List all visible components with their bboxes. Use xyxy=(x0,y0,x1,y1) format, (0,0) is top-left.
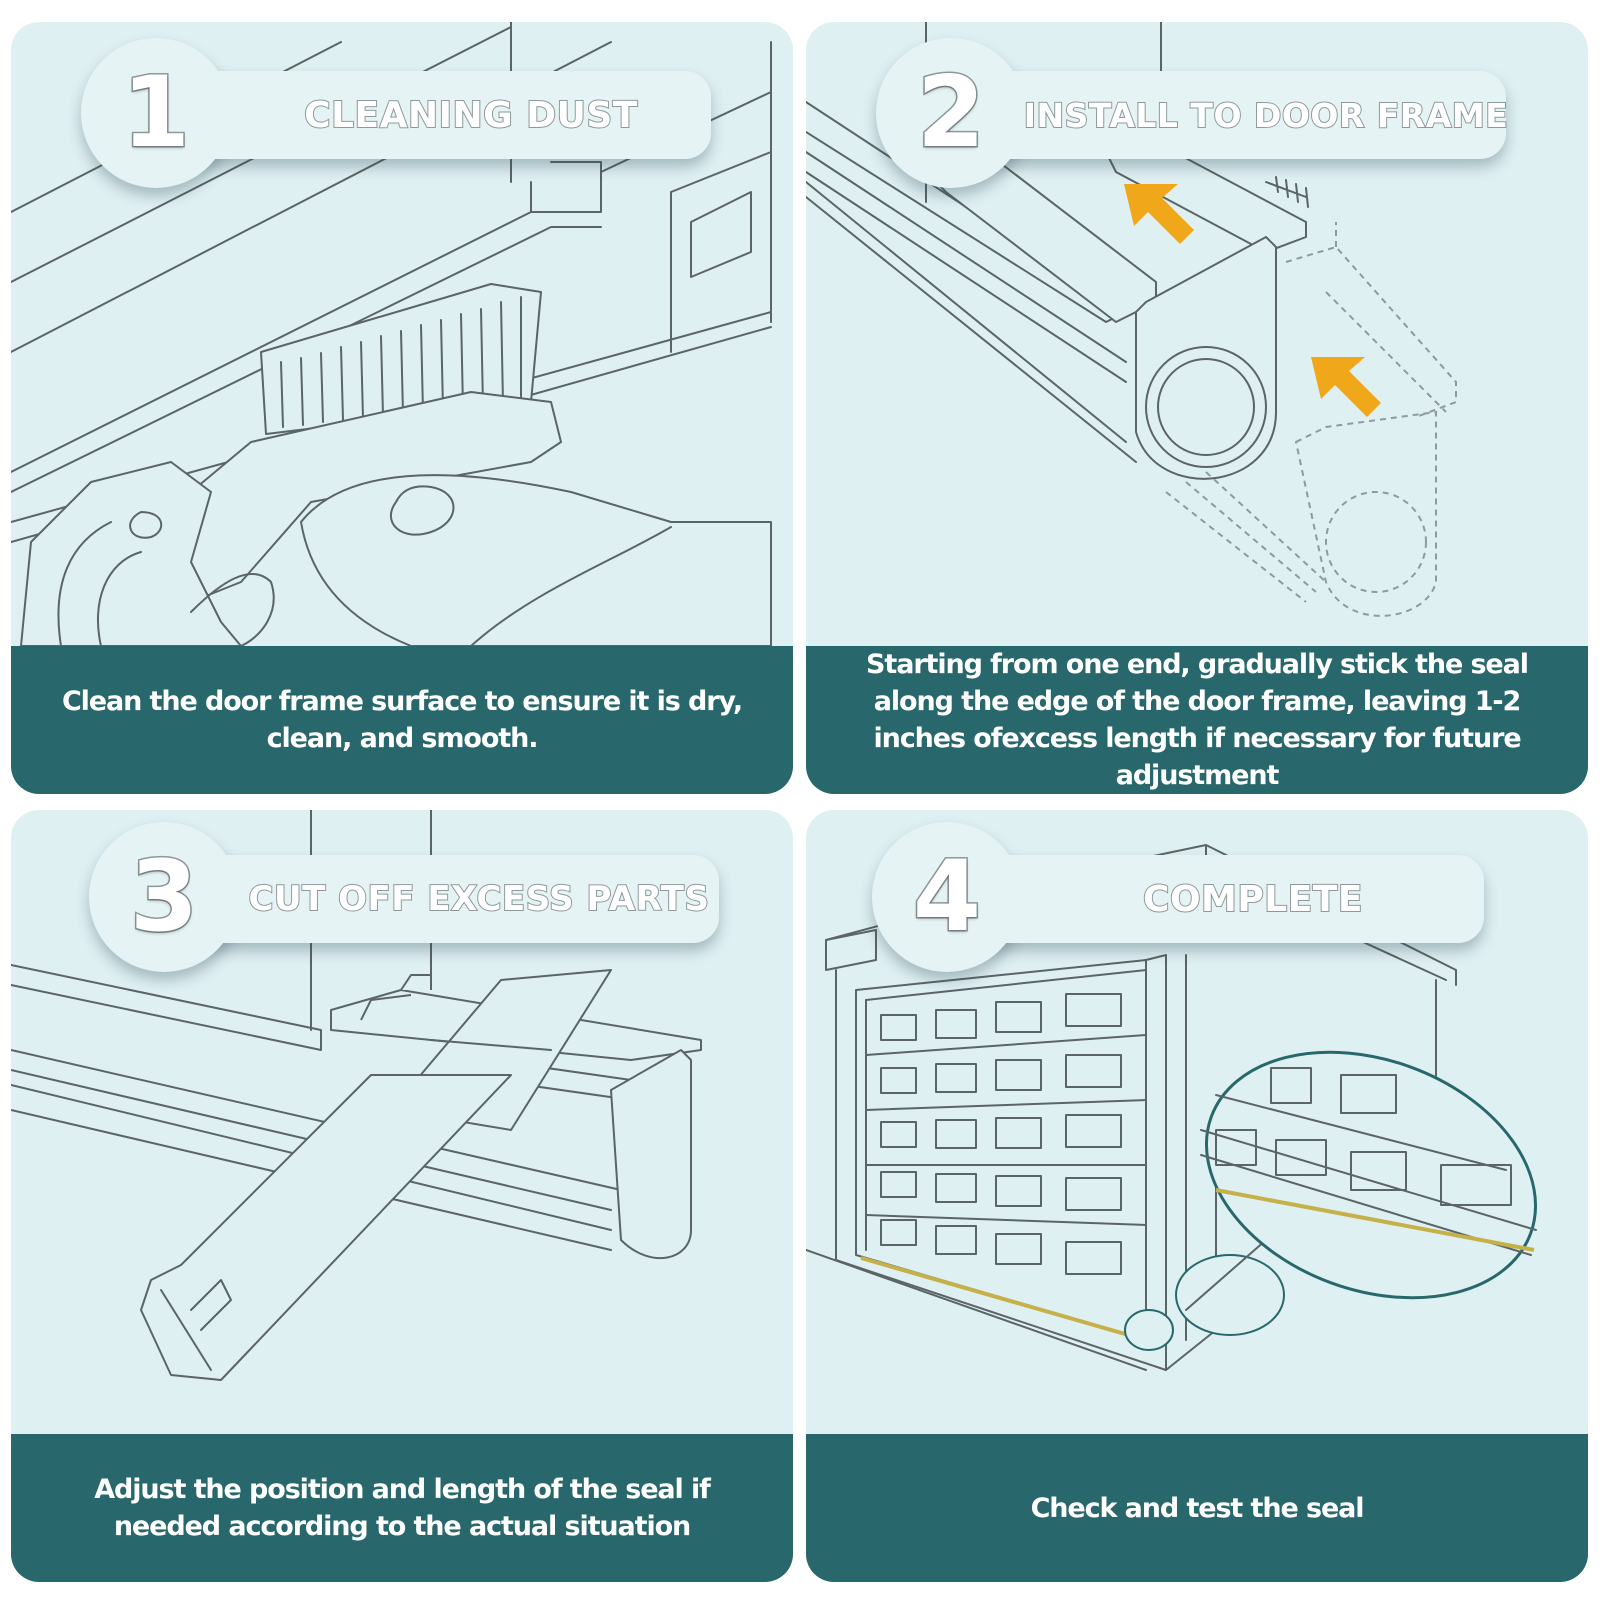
arrow-icon xyxy=(1124,184,1381,417)
step-2-panel: 2 INSTALL TO DOOR FRAME Starting from on… xyxy=(806,22,1588,794)
step-number: 1 xyxy=(120,55,191,172)
step-number: 4 xyxy=(911,839,982,956)
step-number: 3 xyxy=(128,839,199,956)
cutting-illustration xyxy=(11,810,702,1381)
door-panels xyxy=(880,993,1122,1275)
step-2-badge: 2 INSTALL TO DOOR FRAME xyxy=(876,38,1509,188)
hand-icon xyxy=(20,461,772,646)
step-caption: Check and test the seal xyxy=(806,1434,1588,1582)
step-number: 2 xyxy=(915,55,986,172)
step-title: CLEANING DUST xyxy=(303,94,638,137)
magnifier-icon xyxy=(1124,1050,1538,1351)
step-caption: Clean the door frame surface to ensure i… xyxy=(11,646,793,794)
step-title: INSTALL TO DOOR FRAME xyxy=(1023,95,1509,136)
step-1-panel: 1 CLEANING DUST Clean the door frame sur… xyxy=(11,22,793,794)
brush-icon xyxy=(150,283,562,603)
step-title: CUT OFF EXCESS PARTS xyxy=(248,878,710,920)
step-title: COMPLETE xyxy=(1142,878,1363,921)
dashed-seal-outline xyxy=(1165,222,1457,617)
step-3-panel: 3 CUT OFF EXCESS PARTS Adjust the positi… xyxy=(11,810,793,1582)
step-caption: Adjust the position and length of the se… xyxy=(11,1434,793,1582)
step-3-badge: 3 CUT OFF EXCESS PARTS xyxy=(89,822,719,972)
step-4-badge: 4 COMPLETE xyxy=(872,822,1502,972)
cutter-icon xyxy=(140,969,612,1381)
cleaning-illustration xyxy=(11,22,772,646)
install-illustration xyxy=(806,22,1457,617)
step-4-panel: 4 COMPLETE Check and test the seal xyxy=(806,810,1588,1582)
step-caption: Starting from one end, gradually stick t… xyxy=(806,646,1588,794)
step-1-badge: 1 CLEANING DUST xyxy=(81,38,711,188)
seal-strip-icon xyxy=(925,136,1309,480)
